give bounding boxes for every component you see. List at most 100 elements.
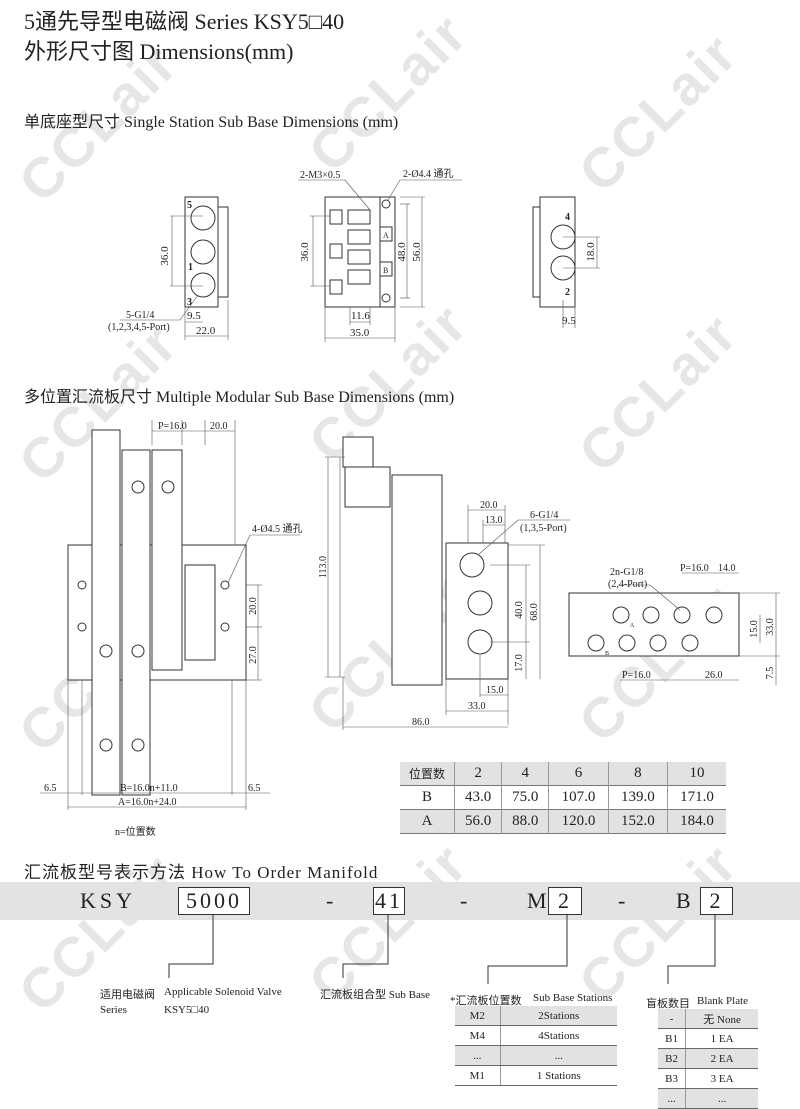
table-cell: 4Stations xyxy=(499,1025,617,1046)
table-header-cell: 位置数 xyxy=(408,767,445,781)
dimension-label: 18.0 xyxy=(585,242,597,262)
table-header-cell: 4 xyxy=(501,762,549,786)
dimension-label: 9.5 xyxy=(562,315,576,327)
dimension-label: 2-Ø4.4 通孔 xyxy=(403,168,454,180)
drawing-line xyxy=(467,590,493,616)
table-cell: ... xyxy=(685,1088,758,1109)
drawing-line xyxy=(324,196,396,308)
valve-series-value: KSY5□40 xyxy=(164,1004,210,1016)
stations-label-en: Sub Base Stations xyxy=(533,992,613,1004)
dimension-label: 6.5 xyxy=(248,783,261,794)
dimension-label: 7.5 xyxy=(765,667,776,680)
table-cell: A xyxy=(421,813,433,829)
drawing-line xyxy=(347,229,371,245)
table-cell: 1 EA xyxy=(685,1028,758,1049)
dimension-label: P=16.0 xyxy=(680,563,709,574)
table-cell: 1 Stations xyxy=(499,1065,617,1086)
valve-series-label: Series xyxy=(100,1004,127,1016)
order-dash: - xyxy=(618,888,630,913)
table-row: -无 None xyxy=(658,1009,758,1029)
order-dash: - xyxy=(460,888,472,913)
table-header-cell: 6 xyxy=(548,762,609,786)
table-cell: 3 EA xyxy=(685,1068,758,1089)
dimension-label: 33.0 xyxy=(765,618,776,636)
dimension-label: 113.0 xyxy=(318,556,329,578)
dimension-label: 36.0 xyxy=(159,246,171,266)
drawing-line xyxy=(344,466,391,508)
drawing-line xyxy=(387,179,401,201)
table-cell: 139.0 xyxy=(607,785,668,810)
drawing-line xyxy=(618,634,636,652)
order-stations-box: 2 xyxy=(548,887,582,915)
table-cell: 75.0 xyxy=(501,785,549,810)
dimension-label: 4 xyxy=(565,212,570,223)
drawing-line xyxy=(190,205,216,231)
dimension-label: 5-G1/4 xyxy=(126,310,154,321)
dimension-label: 17.0 xyxy=(514,654,525,672)
table-cell: B3 xyxy=(658,1068,686,1089)
table-row: ...... xyxy=(658,1088,758,1109)
drawing-line xyxy=(347,209,371,225)
table-header-cell: 8 xyxy=(607,762,668,786)
table-cell: 2 EA xyxy=(685,1048,758,1069)
table-cell: M2 xyxy=(455,1006,501,1026)
dimension-label: 6.5 xyxy=(44,783,57,794)
dimension-label: 2n-G1/8 xyxy=(610,567,643,578)
dimension-label: n=位置数 xyxy=(115,825,156,838)
dimension-label: 14.0 xyxy=(718,563,736,574)
drawing-line xyxy=(329,209,343,225)
drawing-line xyxy=(190,272,216,298)
drawing-line xyxy=(667,914,716,984)
dimension-label: (2,4-Port) xyxy=(608,579,647,590)
drawing-line xyxy=(381,293,391,303)
drawing-line xyxy=(99,738,113,752)
order-series-box: 5000 xyxy=(178,887,250,915)
drawing-line xyxy=(329,279,343,295)
dimension-label: A xyxy=(383,231,389,240)
dimension-label: 20.0 xyxy=(248,597,259,615)
order-blank-box: 2 xyxy=(700,887,733,915)
dimension-label: 9.5 xyxy=(187,310,201,322)
drawing-line xyxy=(184,564,216,661)
drawing-line xyxy=(217,206,229,298)
dimension-label: (1,3,5-Port) xyxy=(520,523,567,534)
dimension-label: 68.0 xyxy=(529,603,540,621)
order-leader-lines xyxy=(168,914,716,984)
drawing-line xyxy=(612,606,630,624)
drawing-line xyxy=(642,606,660,624)
single-station-drawing: 36.0 5 1 3 22.0 9.5 5-G1/4 (1,2,3,4,5-Po… xyxy=(108,168,600,342)
blank-label-cn: 盲板数目 xyxy=(646,998,690,1010)
table-cell: 无 None xyxy=(685,1009,758,1029)
table-cell: 88.0 xyxy=(501,809,549,834)
drawing-line xyxy=(445,542,509,680)
order-prefix: KSY xyxy=(80,888,137,913)
table-cell: B2 xyxy=(658,1048,686,1069)
drawing-line xyxy=(220,580,230,590)
drawing-line xyxy=(161,480,175,494)
dimension-label: 13.0 xyxy=(485,515,503,526)
drawing-line xyxy=(121,449,151,796)
order-dash: - xyxy=(326,888,338,913)
dimension-label: 27.0 xyxy=(248,646,259,664)
dimension-label: 26.0 xyxy=(705,670,723,681)
table-cell: 56.0 xyxy=(453,809,502,834)
page-subtitle: 外形尺寸图 Dimensions(mm) xyxy=(24,39,294,64)
drawing-line xyxy=(184,196,219,308)
drawing-line xyxy=(131,644,145,658)
table-cell: 2Stations xyxy=(499,1006,617,1026)
blank-label-en: Blank Plate xyxy=(697,995,749,1007)
dimension-label: 48.0 xyxy=(396,242,408,262)
dimension-label: 86.0 xyxy=(412,717,430,728)
drawing-line xyxy=(539,196,576,308)
drawing-line xyxy=(344,179,371,211)
drawing-line xyxy=(459,552,485,578)
table-cell: 184.0 xyxy=(666,809,726,834)
